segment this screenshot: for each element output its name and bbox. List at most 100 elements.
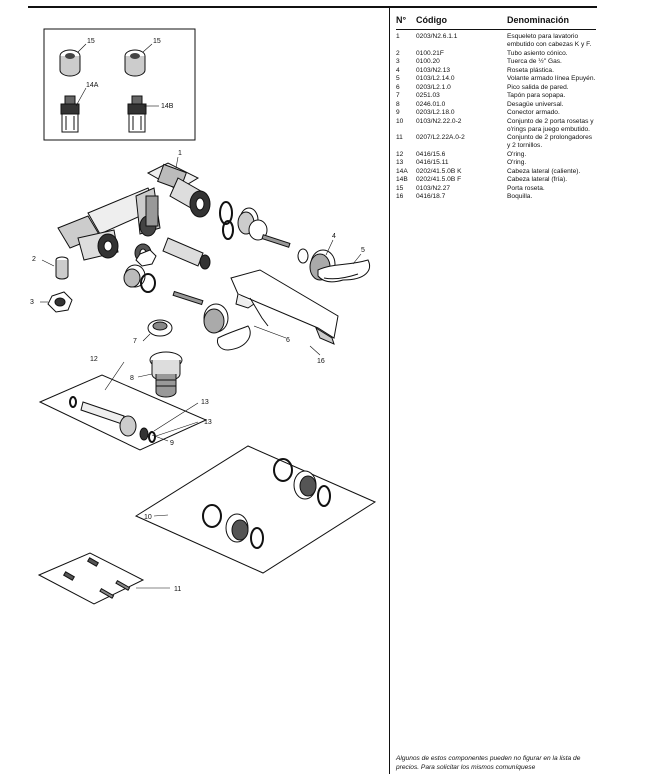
table-row: 1 0203/N2.6.1.1 Esqueleto para lavatorio e… <box>396 33 596 49</box>
rosette-holder-10-bottom <box>202 504 264 549</box>
table-row: 5 0103/L2.14.0 Volante armado línea Epuyén… <box>396 75 596 83</box>
callout-13a: 13 <box>201 399 209 406</box>
spout-6 <box>230 269 339 345</box>
row-code: 0103/N2.22.0-2 <box>416 117 462 125</box>
row-number: 7 <box>396 92 400 99</box>
inset-box <box>43 28 196 141</box>
tube-2 <box>55 256 69 280</box>
table-row: 6 0203/L2.1.0 Pico salida de pared. <box>396 84 596 92</box>
row-name: Tuerca de ½" Gas. <box>507 58 562 65</box>
row-name: Cabeza lateral (fría). <box>507 176 568 183</box>
header-code: Código <box>416 15 447 25</box>
row-number: 5 <box>396 75 400 82</box>
column-divider <box>389 8 390 774</box>
drain-plug-7 <box>147 319 173 337</box>
rosette-holder-box <box>134 445 377 574</box>
exploded-diagram: 15 15 14A 14B <box>30 28 377 605</box>
leader-lines <box>40 156 362 589</box>
connector-box <box>38 374 208 451</box>
handle-5 <box>317 259 370 283</box>
table-row: 12 0416/15.6 O'ring. <box>396 151 596 159</box>
callout-4: 4 <box>332 233 336 240</box>
header-name: Denominación <box>507 15 570 25</box>
row-number: 16 <box>396 193 404 200</box>
row-code: 0100.20 <box>416 58 440 65</box>
callout-7: 7 <box>133 338 137 345</box>
row-name: Conector armado. <box>507 109 560 116</box>
row-number: 15 <box>396 184 404 192</box>
row-number: 11 <box>396 134 403 141</box>
row-name: Volante armado línea Epuyén. <box>507 75 596 82</box>
callout-11: 11 <box>174 586 181 593</box>
callout-8: 8 <box>130 375 134 382</box>
row-number: 3 <box>396 58 400 65</box>
row-code: 0103/N2.13 <box>416 66 451 74</box>
row-number: 12 <box>396 150 404 158</box>
row-name: Conjunto de 2 porta rosetas y o'rings pa… <box>507 117 594 133</box>
cartridge-14b <box>127 95 147 133</box>
callout-14b: 14B <box>161 103 174 110</box>
row-number: 13 <box>396 159 404 166</box>
row-number: 1 <box>396 33 400 40</box>
table-row: 3 0100.20 Tuerca de ½" Gas. <box>396 58 596 66</box>
row-name: Desagüe universal. <box>507 100 564 108</box>
rosette-holder-10-top <box>273 458 331 507</box>
callout-13b: 13 <box>204 419 212 426</box>
row-code: 0416/15.6 <box>416 150 446 158</box>
row-code: 0202/41.5.0B F <box>416 176 462 183</box>
drain-8 <box>149 351 183 398</box>
table-row: 15 0103/N2.27 Porta roseta. <box>396 185 596 193</box>
connector-9 <box>69 396 156 443</box>
porta-roseta-15b <box>124 49 146 77</box>
row-code: 0103/N2.27 <box>416 184 451 192</box>
row-name: O'ring. <box>507 150 527 158</box>
row-name: Conjunto de 2 prolongadores y 2 tornillo… <box>507 134 593 149</box>
header-no: N° <box>396 15 407 25</box>
callout-10: 10 <box>144 514 152 521</box>
row-name: Esqueleto para lavatorio embutido con ca… <box>507 33 592 48</box>
row-code: 0203/L2.1.0 <box>416 83 451 91</box>
small-nut <box>135 249 157 267</box>
inset-leaders <box>75 43 159 107</box>
parts-table-body: 1 0203/N2.6.1.1 Esqueleto para lavatorio e… <box>396 33 596 201</box>
row-name: Cabeza lateral (caliente). <box>507 167 581 175</box>
footer-note: Algunos de estos componentes pueden no f… <box>396 755 581 771</box>
row-code: 0203/N2.6.1.1 <box>416 33 458 40</box>
parts-table: N° Código Denominación 1 0203/N2.6.1.1 Esq… <box>396 13 596 201</box>
row-code: 0246.01.0 <box>416 100 446 108</box>
extension-box <box>37 552 145 605</box>
callout-2: 2 <box>32 256 36 263</box>
callout-15b: 15 <box>153 38 161 45</box>
porta-roseta-15a <box>59 49 81 77</box>
roseta-4 <box>237 207 268 241</box>
top-rule <box>28 6 597 8</box>
row-number: 14A <box>396 167 408 175</box>
oring-group-top <box>219 201 234 240</box>
row-name: Pico salida de pared. <box>507 83 569 91</box>
row-number: 2 <box>396 49 400 57</box>
cartridge-14a <box>60 95 80 133</box>
row-code: 0103/L2.14.0 <box>416 75 455 82</box>
row-code: 0416/18.7 <box>416 193 446 200</box>
row-code: 0100.21F <box>416 49 444 57</box>
callout-12: 12 <box>90 356 98 363</box>
parts-table-header: N° Código Denominación <box>396 13 596 30</box>
callout-3: 3 <box>30 299 34 306</box>
row-name: Porta roseta. <box>507 184 545 192</box>
callout-6: 6 <box>286 337 290 344</box>
row-code: 0416/15.11 <box>416 159 449 166</box>
row-number: 6 <box>396 83 400 91</box>
callout-15a: 15 <box>87 38 95 45</box>
row-name: Tapón para sopapa. <box>507 92 566 99</box>
valve-body-1 <box>57 162 211 261</box>
nut-3 <box>47 291 73 313</box>
